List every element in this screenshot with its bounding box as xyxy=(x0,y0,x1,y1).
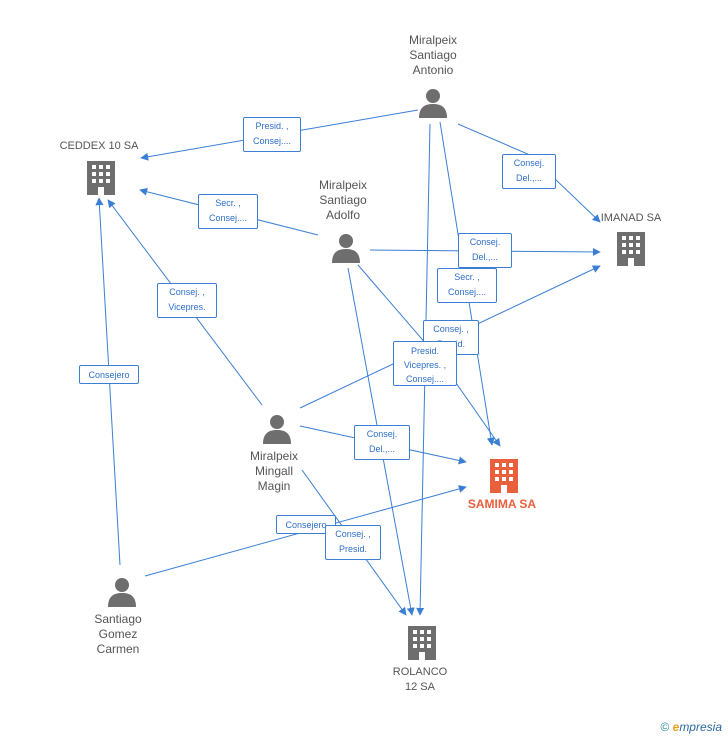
node-label-adolfo[interactable]: Miralpeix Santiago Adolfo xyxy=(318,178,367,222)
building-icon xyxy=(87,161,115,195)
node-label-imanad[interactable]: IMANAD SA xyxy=(600,212,662,224)
edge-label-antonio-samima[interactable]: Secr. , Consej.... xyxy=(437,268,497,303)
building-icon xyxy=(408,626,436,660)
building-icon xyxy=(617,232,645,266)
edge-label-magin-samima[interactable]: Consej. Del.,... xyxy=(354,425,410,460)
brand-logo-initial: e xyxy=(672,720,680,734)
edge-label-adolfo-imanad[interactable]: Consej. Del.,... xyxy=(458,233,512,268)
node-label-magin[interactable]: Miralpeix Mingall Magin xyxy=(249,449,298,493)
node-icons xyxy=(87,89,645,660)
edge-label-magin-rolanco[interactable]: Consej. , Presid. xyxy=(325,525,381,560)
person-icon xyxy=(263,415,291,444)
edge-label-antonio-imanad[interactable]: Consej. Del.,... xyxy=(502,154,556,189)
node-label-antonio[interactable]: Miralpeix Santiago Antonio xyxy=(408,33,457,77)
person-icon xyxy=(332,234,360,263)
edge-label-adolfo-rolanco[interactable]: Presid. Vicepres. , Consej.... xyxy=(393,341,457,386)
node-label-ceddex[interactable]: CEDDEX 10 SA xyxy=(59,140,139,152)
node-label-samima[interactable]: SAMIMA SA xyxy=(467,497,537,511)
person-icon xyxy=(108,578,136,607)
edge-label-carmen-ceddex[interactable]: Consejero xyxy=(79,365,139,384)
node-label-carmen[interactable]: Santiago Gomez Carmen xyxy=(94,612,142,656)
edge-label-carmen-samima[interactable]: Consejero xyxy=(276,515,336,534)
person-icon xyxy=(419,89,447,118)
brand-logo-name: mpresia xyxy=(679,720,722,734)
edge-label-magin-ceddex[interactable]: Consej. , Vicepres. xyxy=(157,283,217,318)
node-label-rolanco[interactable]: ROLANCO 12 SA xyxy=(392,666,448,693)
copyright-icon: © xyxy=(660,720,670,734)
building-icon xyxy=(490,459,518,493)
copyright-notice: © empresia xyxy=(660,720,722,734)
edge-label-antonio-ceddex[interactable]: Presid. , Consej.... xyxy=(243,117,301,152)
edge-label-adolfo-ceddex[interactable]: Secr. , Consej.... xyxy=(198,194,258,229)
